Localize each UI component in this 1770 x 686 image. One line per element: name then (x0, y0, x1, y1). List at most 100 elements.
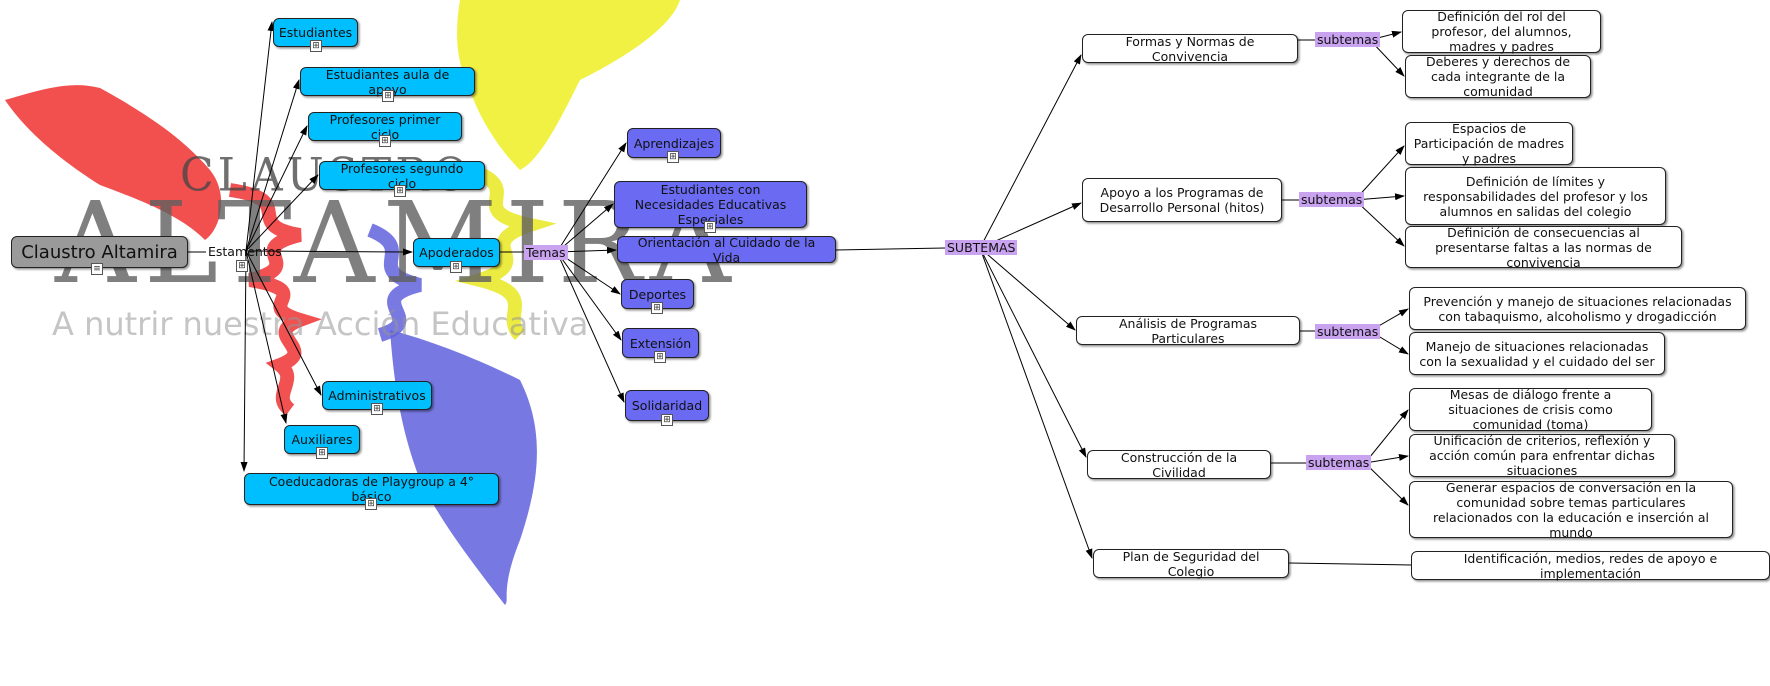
submap-icon[interactable]: ⊞ (654, 351, 666, 363)
submap-icon[interactable]: ⊞ (450, 261, 462, 273)
red-hand-shape (5, 85, 222, 240)
estamento-label: Profesores segundo ciclo (340, 160, 464, 191)
notes-icon[interactable]: ≡ (91, 263, 103, 275)
leaf-rol-profesor[interactable]: Definición del rol del profesor, del alu… (1402, 9, 1601, 54)
subtema-label: Plan de Seguridad del Colegio (1122, 548, 1260, 579)
subtemas-connector[interactable]: subtemas (1315, 32, 1381, 47)
subtema-apoyo-programas[interactable]: Apoyo a los Programas de Desarrollo Pers… (1082, 178, 1282, 222)
submap-icon[interactable]: ⊞ (316, 447, 328, 459)
connector-line (245, 174, 319, 252)
connector-line (979, 247, 1076, 331)
connector-line (979, 247, 1093, 559)
subtema-plan-seguridad[interactable]: Plan de Seguridad del Colegio (1093, 548, 1289, 579)
leaf-espacios-conversacion[interactable]: Generar espacios de conversación en la c… (1409, 479, 1733, 540)
connector-line (245, 21, 275, 252)
connector-line (1288, 562, 1412, 566)
connector-line (835, 247, 946, 251)
connector-line (556, 142, 627, 253)
connector-line (245, 250, 322, 396)
submap-icon[interactable]: ⊞ (382, 90, 394, 102)
leaf-label: Manejo de situaciones relacionadas con l… (1419, 338, 1655, 369)
tema-label: Extensión (629, 335, 692, 351)
leaf-deberes-derechos[interactable]: Deberes y derechos de cada integrante de… (1405, 54, 1591, 99)
estamento-label: Coeducadoras de Playgroup a 4° básico (268, 474, 475, 504)
submap-icon[interactable]: ⊞ (365, 498, 377, 510)
estamento-profesores-primer-ciclo[interactable]: Profesores primer ciclo (308, 111, 462, 142)
submap-icon[interactable]: ⊞ (651, 302, 663, 314)
estamento-apoderados[interactable]: Apoderados (413, 238, 500, 267)
leaf-label: Definición de consecuencias al presentar… (1435, 224, 1652, 270)
connector-line (556, 203, 614, 253)
subtema-label: Construcción de la Civilidad (1120, 449, 1238, 480)
subtema-construccion-civilidad[interactable]: Construcción de la Civilidad (1087, 449, 1271, 480)
submap-icon[interactable]: ⊞ (667, 151, 679, 163)
leaf-prevencion-tabaquismo[interactable]: Prevención y manejo de situaciones relac… (1409, 287, 1746, 330)
subtemas-connector[interactable]: subtemas (1299, 192, 1365, 207)
leaf-mesas-dialogo[interactable]: Mesas de diálogo frente a situaciones de… (1409, 387, 1652, 432)
leaf-label: Definición de límites y responsabilidade… (1423, 173, 1648, 219)
estamento-label: Apoderados (419, 245, 494, 260)
tema-label: Solidaridad (631, 398, 703, 413)
subtemas-connector[interactable]: subtemas (1315, 324, 1381, 339)
estamento-label: Administrativos (328, 388, 426, 403)
subtema-label: Formas y Normas de Convivencia (1125, 33, 1255, 64)
root-label: Claustro Altamira (21, 241, 178, 263)
estamento-label: Estudiantes (278, 25, 353, 40)
leaf-label: Unificación de criterios, reflexión y ac… (1429, 433, 1655, 478)
submap-icon[interactable]: ⊞ (371, 403, 383, 415)
subtema-label: Apoyo a los Programas de Desarrollo Pers… (1099, 185, 1265, 215)
connector-line (979, 54, 1082, 249)
root-node[interactable]: Claustro Altamira (11, 236, 188, 268)
submap-icon[interactable]: ⊞ (379, 135, 391, 147)
leaf-definicion-limites[interactable]: Definición de límites y responsabilidade… (1405, 167, 1666, 225)
leaf-label: Mesas de diálogo frente a situaciones de… (1448, 387, 1613, 432)
submap-icon[interactable]: ⊞ (236, 260, 248, 272)
subtemas-connector[interactable]: subtemas (1306, 455, 1372, 470)
connector-line (556, 251, 625, 403)
estamentos-connector[interactable]: Estamentos (208, 244, 282, 259)
connector-line (1354, 199, 1405, 247)
yellow-squiggle (455, 163, 557, 340)
leaf-label: Espacios de Participación de madres y pa… (1413, 121, 1565, 166)
connector-line (245, 250, 288, 424)
tema-label: Aprendizajes (633, 135, 715, 151)
tema-label: Estudiantes con Necesidades Educativas E… (634, 182, 787, 227)
submap-icon[interactable]: ⊞ (704, 221, 716, 233)
leaf-label: Identificación, medios, redes de apoyo e… (1463, 550, 1718, 581)
subtema-label: Análisis de Programas Particulares (1118, 315, 1258, 346)
leaf-label: Definición del rol del profesor, del alu… (1431, 9, 1572, 54)
subtemas-main-connector[interactable]: SUBTEMAS (945, 240, 1018, 255)
connector-line (240, 250, 248, 472)
leaf-unificacion-criterios[interactable]: Unificación de criterios, reflexión y ac… (1409, 433, 1675, 478)
connector-line (1354, 145, 1405, 201)
connector-line (1364, 409, 1409, 464)
leaf-sexualidad[interactable]: Manejo de situaciones relacionadas con l… (1409, 332, 1665, 375)
yellow-hand-shape (457, 0, 680, 170)
connector-line (1364, 453, 1409, 464)
tema-label: Orientación al Cuidado de la Vida (637, 234, 816, 265)
subtema-formas-normas-convivencia[interactable]: Formas y Normas de Convivencia (1082, 33, 1298, 64)
submap-icon[interactable]: ⊞ (661, 414, 673, 426)
blue-squiggle (367, 223, 422, 342)
connector-line (1364, 462, 1409, 506)
estamento-label: Auxiliares (291, 432, 353, 447)
submap-icon[interactable]: ⊞ (394, 185, 406, 197)
red-squiggle (228, 183, 322, 416)
tema-label: Deportes (628, 286, 687, 302)
connector-line (979, 247, 1087, 458)
leaf-label: Deberes y derechos de cada integrante de… (1425, 54, 1571, 99)
leaf-label: Generar espacios de conversación en la c… (1433, 479, 1709, 540)
leaf-definicion-consecuencias[interactable]: Definición de consecuencias al presentar… (1405, 224, 1682, 270)
leaf-espacios-participacion[interactable]: Espacios de Participación de madres y pa… (1405, 121, 1573, 166)
estamento-label: Estudiantes aula de apoyo (325, 66, 450, 97)
connector-line (245, 248, 413, 256)
leaf-identificacion-medios[interactable]: Identificación, medios, redes de apoyo e… (1411, 550, 1770, 581)
tema-orientacion-cuidado-vida[interactable]: Orientación al Cuidado de la Vida (617, 234, 836, 265)
estamento-label: Profesores primer ciclo (329, 111, 441, 142)
temas-connector[interactable]: Temas (524, 245, 568, 260)
connector-line (245, 79, 300, 252)
submap-icon[interactable]: ⊞ (310, 40, 322, 52)
subtema-analisis-programas[interactable]: Análisis de Programas Particulares (1076, 315, 1300, 346)
leaf-label: Prevención y manejo de situaciones relac… (1423, 293, 1732, 324)
